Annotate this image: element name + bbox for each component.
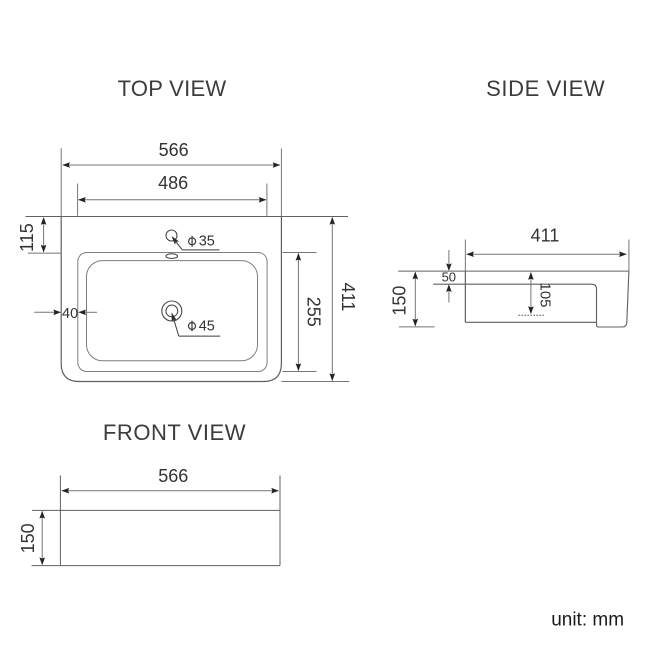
svg-text:566: 566 [158, 466, 188, 486]
svg-text:486: 486 [158, 173, 188, 193]
svg-text:105: 105 [536, 282, 553, 307]
svg-text:115: 115 [17, 223, 37, 252]
svg-text:unit: mm: unit: mm [551, 610, 624, 631]
svg-text:50: 50 [442, 270, 456, 285]
svg-text:35: 35 [199, 234, 215, 250]
svg-text:255: 255 [304, 297, 324, 327]
svg-text:150: 150 [18, 523, 38, 553]
svg-text:411: 411 [338, 283, 358, 312]
svg-text:150: 150 [390, 286, 410, 316]
svg-text:45: 45 [199, 319, 215, 335]
svg-text:FRONT VIEW: FRONT VIEW [103, 420, 246, 445]
svg-text:40: 40 [62, 306, 78, 322]
svg-text:566: 566 [159, 140, 189, 160]
svg-text:TOP VIEW: TOP VIEW [118, 76, 227, 101]
svg-text:411: 411 [531, 225, 560, 245]
svg-text:SIDE VIEW: SIDE VIEW [486, 76, 605, 101]
